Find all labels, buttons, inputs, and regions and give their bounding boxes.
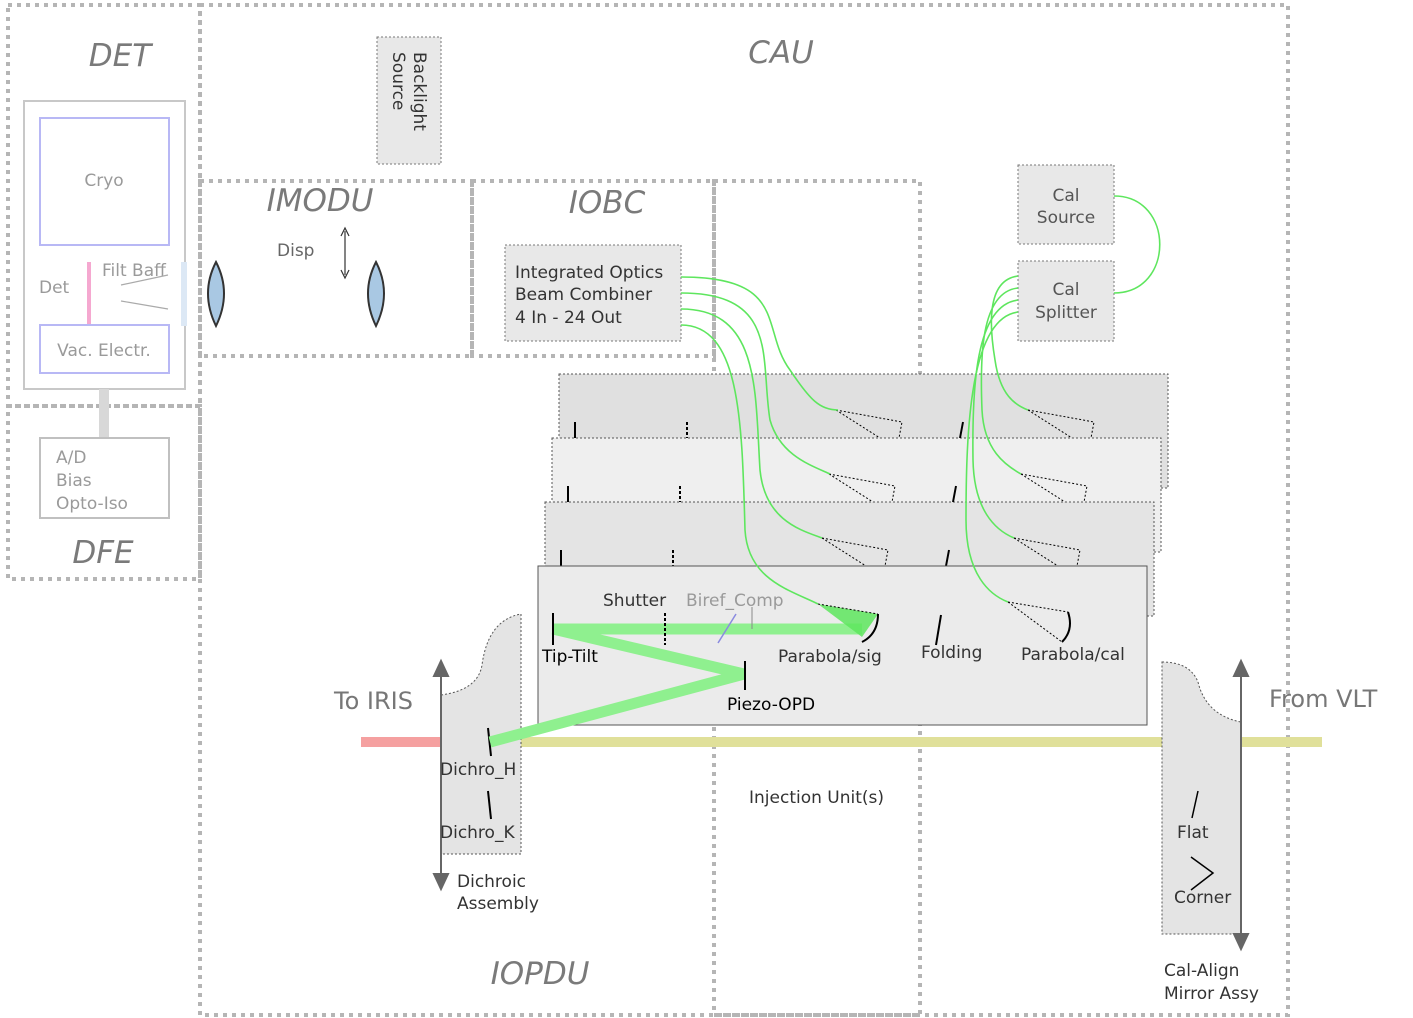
cal-splitter-box: Cal Splitter [1017, 260, 1115, 342]
dfe-line-1: A/D [56, 448, 86, 468]
cal-source-box: Cal Source [1017, 164, 1115, 245]
corner-mirror [1190, 856, 1215, 891]
backlight-line-2: Source [388, 52, 408, 110]
beam-yellow-from-vlt [490, 737, 1322, 747]
flat-label: Flat [1177, 823, 1209, 843]
imodu-zone-title: IMODU [267, 183, 374, 219]
dfe-line-2: Bias [56, 471, 92, 491]
dfe-box: A/D Bias Opto-Iso [39, 437, 170, 519]
beam-red-to-iris [361, 737, 491, 747]
dichroic-assembly-line-2: Assembly [457, 894, 539, 914]
signal-beam [488, 604, 878, 748]
cryo-label: Cryo [84, 171, 123, 191]
cal-align-mirror-assy [1161, 661, 1242, 935]
dfe-line-3: Opto-Iso [56, 494, 128, 514]
tip-tilt-label: Tip-Tilt [541, 647, 598, 667]
biref-comp-plate [717, 613, 737, 644]
iobc-zone-border [470, 179, 716, 358]
det-dfe-connector [99, 389, 109, 439]
cal-splitter-fibers [965, 275, 1029, 603]
backlight-line-1: Backlight [409, 52, 429, 131]
det-zone-title: DET [89, 38, 153, 74]
front-unit-optics [552, 601, 1071, 690]
cal-align-line-2: Mirror Assy [1164, 984, 1259, 1004]
dichro-h-label: Dichro_H [440, 760, 516, 780]
disp-label: Disp [277, 241, 314, 261]
folding-label: Folding [921, 643, 982, 663]
dichroic-motion-arrow-icon [432, 658, 450, 892]
cryo-box [39, 117, 170, 246]
vac-electr-label: Vac. Electr. [57, 341, 151, 361]
imodu-lens-left [207, 259, 225, 329]
parabola-sig-label: Parabola/sig [778, 647, 882, 667]
dichroic-assembly [440, 613, 522, 855]
iobc-zone-title: IOBC [569, 185, 646, 221]
folding-mirror [935, 614, 942, 646]
corner-label: Corner [1174, 888, 1231, 908]
det-window [181, 262, 187, 326]
filt-baff-label: Filt Baff [102, 261, 167, 281]
injection-units-label: Injection Unit(s) [749, 788, 884, 808]
cau-zone-border [198, 3, 1290, 1017]
iobc-line-3: 4 In - 24 Out [515, 308, 622, 328]
dfe-zone-border [6, 404, 202, 581]
parabola-cal-label: Parabola/cal [1021, 645, 1125, 665]
backlight-source-box: Backlight Source [376, 36, 442, 165]
dichro-k-label: Dichro_K [440, 823, 515, 843]
detector-assembly: Cryo Det Filt Baff Vac. Electr. [23, 100, 187, 390]
piezo-opd-label: Piezo-OPD [727, 695, 815, 715]
cal-splitter-line-1: Cal [1052, 280, 1079, 300]
to-iris-label: To IRIS [333, 687, 413, 715]
iobc-box: Integrated Optics Beam Combiner 4 In - 2… [504, 244, 682, 342]
biref-comp-label: Biref_Comp [686, 591, 784, 611]
flat-mirror [1191, 790, 1199, 819]
dichroic-assembly-line-1: Dichroic [457, 872, 526, 892]
cal-splitter-line-2: Splitter [1035, 303, 1097, 323]
shutter-label: Shutter [603, 591, 666, 611]
iobc-line-2: Beam Combiner [515, 285, 652, 305]
back-layer-optics [560, 409, 1095, 567]
iobc-output-fibers [680, 276, 839, 605]
disp-arrow-icon [340, 226, 350, 280]
iobc-line-1: Integrated Optics [515, 263, 663, 283]
cal-source-to-splitter-fiber [1113, 195, 1161, 294]
cal-align-line-1: Cal-Align [1164, 961, 1239, 981]
cau-zone-title: CAU [748, 35, 814, 71]
parabola-sig-mirror [861, 613, 879, 643]
dfe-zone-title: DFE [72, 535, 134, 571]
imodu-zone-border [198, 179, 474, 358]
vac-electr-box [39, 324, 170, 374]
cal-source-line-2: Source [1037, 208, 1095, 228]
parabola-cal-mirror [1061, 611, 1071, 643]
cal-source-line-1: Cal [1052, 186, 1079, 206]
cal-align-motion-arrow-icon [1232, 658, 1250, 952]
imodu-lens-right [367, 259, 385, 329]
from-vlt-label: From VLT [1269, 685, 1378, 713]
iopdu-zone-title: IOPDU [491, 956, 590, 992]
det-label: Det [39, 278, 70, 298]
